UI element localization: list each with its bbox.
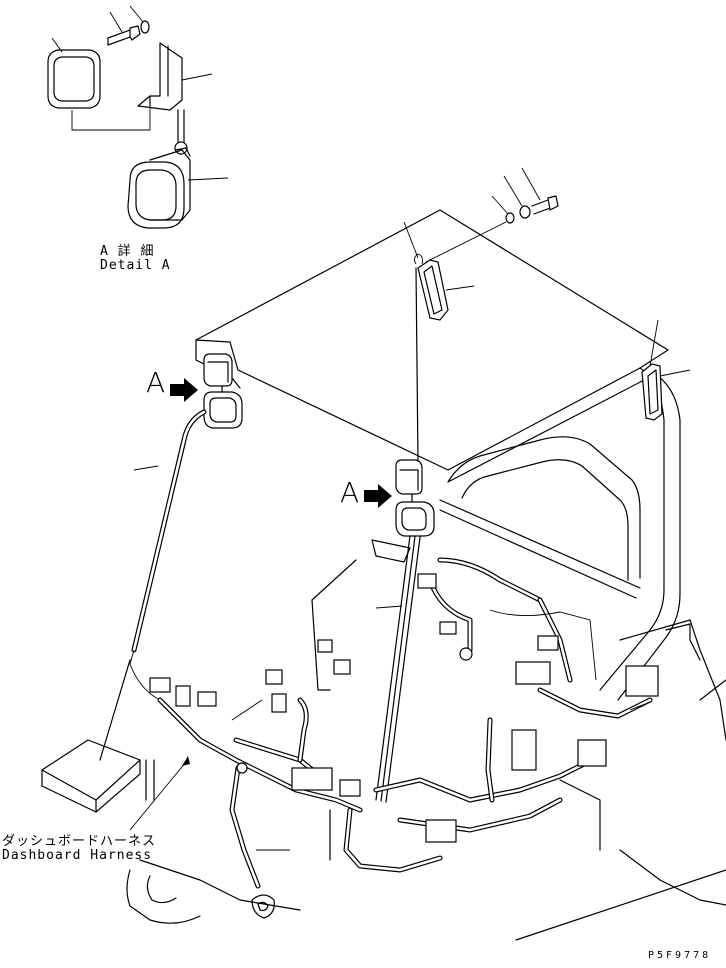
view-marker-a-right: A bbox=[340, 476, 360, 509]
dashboard-harness-label-en: Dashboard Harness bbox=[2, 848, 153, 863]
floor-pedal bbox=[41, 739, 201, 924]
detail-a-label-en: Detail A bbox=[100, 258, 171, 273]
detail-a-lamp-assembly bbox=[47, 5, 229, 229]
right-work-lamp bbox=[364, 459, 435, 537]
dashboard-harness-label-jp: ダッシュボードハーネス bbox=[2, 834, 157, 849]
harness-connectors bbox=[149, 539, 659, 843]
view-marker-a-left: A bbox=[146, 366, 166, 399]
drawing-code: P5F9778 bbox=[648, 950, 712, 961]
dashboard-harness bbox=[129, 409, 653, 919]
rear-mirror bbox=[641, 319, 691, 421]
cab-frame bbox=[99, 209, 726, 941]
mirror-assembly bbox=[403, 221, 475, 463]
left-work-lamp bbox=[170, 353, 243, 429]
detail-a-label-jp: A 詳 細 bbox=[100, 244, 155, 259]
callout-leader bbox=[129, 465, 651, 851]
mirror-bolt-assembly bbox=[425, 167, 559, 263]
